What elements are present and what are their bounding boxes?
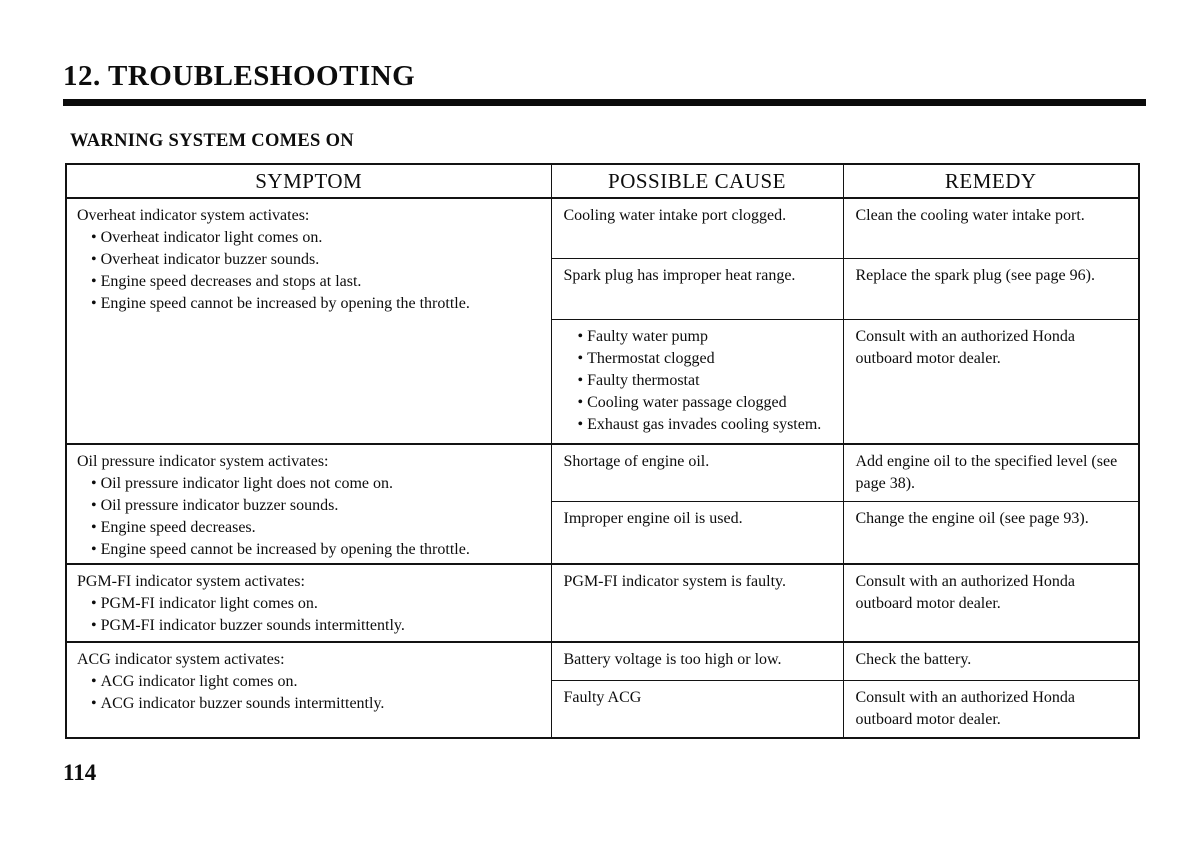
table-row: Oil pressure indicator system activates:… xyxy=(65,443,1140,565)
table-row: Overheat indicator system activates: Ove… xyxy=(65,197,1140,445)
symptom-bullet: Overheat indicator buzzer sounds. xyxy=(77,249,543,271)
symptom-cell-pgm-fi: PGM-FI indicator system activates: PGM-F… xyxy=(65,563,552,643)
cause-cell: Cooling water intake port clogged. xyxy=(550,197,844,259)
column-header-symptom: SYMPTOM xyxy=(65,163,552,199)
table-row: Improper engine oil is used. Change the … xyxy=(66,500,1140,565)
symptom-bullet: Oil pressure indicator buzzer sounds. xyxy=(77,495,543,517)
symptom-bullet: ACG indicator buzzer sounds intermittent… xyxy=(77,693,543,715)
remedy-text: Change the engine oil (see page 93). xyxy=(855,509,1089,527)
remedy-cell: Consult with an authorized Honda outboar… xyxy=(842,679,1140,739)
cause-text: Faulty ACG xyxy=(563,688,642,706)
cause-cell: Faulty water pump Thermostat clogged Fau… xyxy=(550,318,844,445)
cause-text: Improper engine oil is used. xyxy=(563,509,743,527)
remedy-cell: Replace the spark plug (see page 96). xyxy=(842,257,1140,320)
symptom-title: PGM-FI indicator system activates: xyxy=(77,573,305,590)
remedy-cell: Clean the cooling water intake port. xyxy=(842,197,1140,259)
symptom-bullet: PGM-FI indicator buzzer sounds intermitt… xyxy=(77,615,543,637)
cause-text: Cooling water intake port clogged. xyxy=(563,207,787,224)
table-row: Faulty water pump Thermostat clogged Fau… xyxy=(66,318,1140,445)
cause-cell: PGM-FI indicator system is faulty. xyxy=(550,563,844,643)
table-row: Faulty ACG Consult with an authorized Ho… xyxy=(66,679,1140,739)
remedy-cell: Add engine oil to the specified level (s… xyxy=(842,443,1140,502)
cause-text: Battery voltage is too high or low. xyxy=(563,651,782,668)
cause-bullet: Faulty thermostat xyxy=(564,370,833,392)
cause-bullet: Exhaust gas invades cooling system. xyxy=(564,414,833,436)
symptom-title: Overheat indicator system activates: xyxy=(77,207,310,224)
remedy-text: Consult with an authorized Honda outboar… xyxy=(855,327,1076,367)
symptom-bullet: Engine speed decreases and stops at last… xyxy=(77,271,543,293)
symptom-bullet: Engine speed decreases. xyxy=(77,517,543,539)
symptom-bullet: PGM-FI indicator light comes on. xyxy=(77,593,543,615)
remedy-cell: Check the battery. xyxy=(842,641,1140,681)
table-row: Spark plug has improper heat range. Repl… xyxy=(66,257,1140,320)
remedy-text: Consult with an authorized Honda outboar… xyxy=(855,573,1076,612)
symptom-bullet: Engine speed cannot be increased by open… xyxy=(77,293,543,315)
cause-cell: Faulty ACG xyxy=(550,679,844,739)
cause-cell: Shortage of engine oil. xyxy=(550,443,844,502)
page-number: 114 xyxy=(63,760,97,785)
cause-text: Spark plug has improper heat range. xyxy=(563,266,796,284)
remedy-text: Clean the cooling water intake port. xyxy=(855,207,1085,224)
remedy-cell: Consult with an authorized Honda outboar… xyxy=(842,563,1140,643)
column-header-remedy: REMEDY xyxy=(842,163,1140,199)
cause-bullet: Faulty water pump xyxy=(564,326,833,348)
remedy-text: Consult with an authorized Honda outboar… xyxy=(855,688,1076,728)
column-header-possible-cause: POSSIBLE CAUSE xyxy=(550,163,844,199)
cause-text: Shortage of engine oil. xyxy=(563,453,710,470)
remedy-text: Check the battery. xyxy=(855,651,972,668)
remedy-text: Add engine oil to the specified level (s… xyxy=(855,453,1118,492)
remedy-cell: Consult with an authorized Honda outboar… xyxy=(842,318,1140,445)
symptom-cell-overheat: Overheat indicator system activates: Ove… xyxy=(65,197,552,445)
symptom-title: Oil pressure indicator system activates: xyxy=(77,453,329,470)
title-rule xyxy=(63,99,1146,106)
remedy-cell: Change the engine oil (see page 93). xyxy=(842,500,1140,565)
cause-bullet: Thermostat clogged xyxy=(564,348,833,370)
section-heading: WARNING SYSTEM COMES ON xyxy=(70,131,354,151)
cause-cell: Battery voltage is too high or low. xyxy=(550,641,844,681)
symptom-bullet: Engine speed cannot be increased by open… xyxy=(77,539,543,561)
table-row: PGM-FI indicator system activates: PGM-F… xyxy=(65,563,1140,643)
symptom-title: ACG indicator system activates: xyxy=(77,651,285,668)
symptom-cell-oil-pressure: Oil pressure indicator system activates:… xyxy=(65,443,552,565)
symptom-bullet: Oil pressure indicator light does not co… xyxy=(77,473,543,495)
remedy-text: Replace the spark plug (see page 96). xyxy=(855,266,1095,284)
cause-bullet: Cooling water passage clogged xyxy=(564,392,833,414)
table-header-row: SYMPTOM POSSIBLE CAUSE REMEDY xyxy=(65,163,1140,199)
table-row: ACG indicator system activates: ACG indi… xyxy=(65,641,1140,739)
cause-cell: Improper engine oil is used. xyxy=(550,500,844,565)
symptom-cell-acg: ACG indicator system activates: ACG indi… xyxy=(65,641,552,739)
cause-text: PGM-FI indicator system is faulty. xyxy=(563,573,787,590)
troubleshooting-table: SYMPTOM POSSIBLE CAUSE REMEDY Overheat i… xyxy=(65,163,1140,739)
page-title: 12. TROUBLESHOOTING xyxy=(63,60,416,92)
cause-cell: Spark plug has improper heat range. xyxy=(550,257,844,320)
symptom-bullet: ACG indicator light comes on. xyxy=(77,671,543,693)
symptom-bullet: Overheat indicator light comes on. xyxy=(77,227,543,249)
